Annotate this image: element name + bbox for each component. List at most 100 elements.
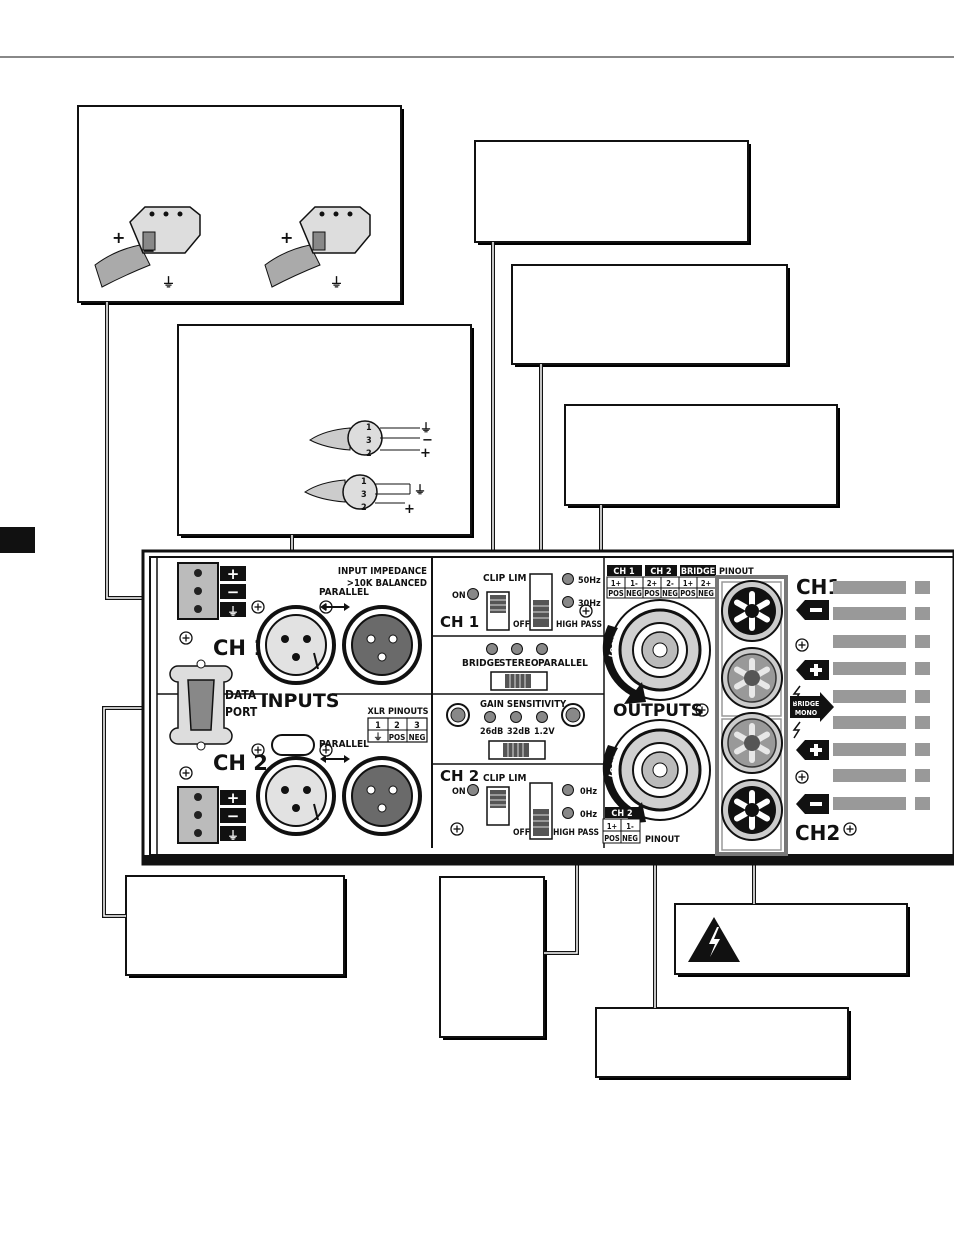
ch2-xlr-male-parallel[interactable] <box>342 756 422 836</box>
svg-text:−: − <box>142 241 155 260</box>
panel-screw-icon <box>843 822 857 836</box>
section-tab <box>0 527 35 553</box>
svg-text:⏚: ⏚ <box>330 276 343 291</box>
ch2-high-pass-label: HIGH PASS <box>553 828 599 838</box>
svg-text:−: − <box>422 433 433 448</box>
speakon-role: POS <box>680 589 696 598</box>
ch1-30hz-label: 30Hz <box>578 599 601 609</box>
svg-text:1: 1 <box>361 477 367 487</box>
speakon-role: POS <box>608 589 624 598</box>
bridge-mode-label: BRIDGE <box>462 658 500 669</box>
ch2-30hz-led <box>562 807 574 819</box>
speakon-pin: 2+ <box>647 579 657 588</box>
input-impedance-label: INPUT IMPEDANCE <box>338 566 427 577</box>
gain-1-2v-led <box>536 711 548 723</box>
svg-text:−: − <box>227 583 240 601</box>
svg-text:3: 3 <box>361 490 367 500</box>
svg-text:+: + <box>280 228 293 247</box>
ch1-clip-lim-label: CLIP LIM <box>483 573 526 584</box>
ch2-speakon-role: POS <box>604 834 620 843</box>
svg-text:2: 2 <box>361 503 367 513</box>
ch2-clip-lim-switch[interactable] <box>486 786 510 826</box>
ch1-positive-binding-post[interactable] <box>722 648 782 708</box>
xlr-pin-number: 2 <box>394 721 400 731</box>
ch2-phoenix-input[interactable]: + − ⏚ <box>177 786 246 844</box>
gain-trim-knob-right[interactable] <box>561 703 585 727</box>
speakon-pin: 1+ <box>683 579 693 588</box>
speakon-pin: 2+ <box>701 579 711 588</box>
callout-mode-switch <box>564 404 840 508</box>
callout-speakon-output <box>595 1007 851 1080</box>
ch2-50hz-led <box>562 784 574 796</box>
xlr-pinouts-table: XLR PINOUTS 1 2 3 ⏚ POS NEG <box>367 707 429 743</box>
stereo-led <box>511 643 523 655</box>
data-port-connector[interactable] <box>169 659 233 751</box>
ch2-negative-binding-post[interactable] <box>722 780 782 840</box>
ch1-high-pass-switch[interactable] <box>529 573 553 631</box>
gain-sensitivity-switch[interactable] <box>488 740 546 760</box>
ch2-input-label: CH 2 <box>213 751 268 775</box>
ch2-speakon-pinout-table: CH 2 1+ 1- POS NEG <box>602 807 641 844</box>
ch2-speakon-role: NEG <box>622 834 638 843</box>
ch1-xlr-male-parallel[interactable] <box>342 605 422 685</box>
ch1-50hz-label: 50Hz <box>578 576 601 586</box>
gain-option-label: 1.2V <box>534 727 555 737</box>
speakon-pin: 1+ <box>611 579 621 588</box>
panel-screw-icon <box>179 631 193 645</box>
parallel-led <box>536 643 548 655</box>
warning-triangle-icon <box>688 917 740 962</box>
panel-screw-icon <box>795 638 809 652</box>
ch2-clip-lim-label: CLIP LIM <box>483 773 526 784</box>
inputs-label-bg <box>268 690 332 702</box>
mode-selector-switch[interactable] <box>490 671 548 691</box>
ch2-30hz-label: 0Hz <box>580 810 597 820</box>
svg-text:⏚: ⏚ <box>420 421 432 435</box>
ch1-xlr-female-input[interactable] <box>256 605 336 685</box>
ch1-30hz-led <box>562 596 574 608</box>
ch2-negative-polarity-arrow <box>796 794 829 814</box>
svg-text:+: + <box>227 565 240 583</box>
parallel-arrow-icon <box>320 603 350 611</box>
ch1-positive-polarity-arrow <box>796 660 829 680</box>
top-pinout-label: PINOUT <box>719 567 754 577</box>
callout-xlr-wiring: 1 3 2 ⏚ − + 1 3 2 ⏚ + <box>177 324 474 538</box>
ch2-high-pass-switch[interactable] <box>529 782 553 840</box>
input-impedance-value: >10K BALANCED <box>347 578 427 589</box>
bridge-mono-line1: BRIDGE <box>793 700 820 708</box>
gain-option-label: 32dB <box>507 727 530 737</box>
bottom-pinout-label: PINOUT <box>645 835 680 845</box>
ch2-speakon-pin: 1- <box>626 822 634 831</box>
gain-sensitivity-label: GAIN SENSITIVITY <box>480 699 567 710</box>
svg-text:1: 1 <box>366 423 372 433</box>
inputs-label: INPUTS <box>261 690 340 712</box>
speakon-header: CH 1 <box>613 567 635 577</box>
ch1-speakon-output[interactable] <box>609 599 711 701</box>
ch1-clip-lim-switch[interactable] <box>486 591 510 631</box>
svg-text:+: + <box>420 446 431 461</box>
speakon-role: NEG <box>626 589 642 598</box>
xlr-unbalanced-plug-illustration: 1 3 2 ⏚ + <box>304 474 426 517</box>
data-port-label-line1: DATA <box>225 688 257 702</box>
ch2-positive-binding-post[interactable] <box>722 713 782 773</box>
ch1-50hz-led <box>562 573 574 585</box>
callout-high-pass <box>511 264 790 367</box>
gain-trim-knob-left[interactable] <box>446 703 470 727</box>
speakon-pin: 2- <box>666 579 674 588</box>
gain-option-label: 26dB <box>480 727 503 737</box>
ch1-section-label: CH 1 <box>440 613 479 631</box>
ch2-speakon-output[interactable] <box>609 719 711 821</box>
ch1-negative-binding-post[interactable] <box>722 581 782 641</box>
heat-sink-fins <box>833 581 930 810</box>
speakon-role: POS <box>644 589 660 598</box>
ch2-speakon-header: CH 2 <box>611 809 632 819</box>
ch2-clip-led <box>467 784 479 796</box>
outputs-label: OUTPUTS <box>613 701 703 721</box>
ch2-xlr-female-input[interactable] <box>256 756 336 836</box>
panel-screw-icon <box>179 766 193 780</box>
ch1-high-pass-label: HIGH PASS <box>556 620 602 630</box>
gain-32db-led <box>510 711 522 723</box>
phoenix-plug-illustration-right: + ⏚ <box>264 206 371 291</box>
ch1-on-label: ON <box>452 591 466 601</box>
ch1-phoenix-input[interactable]: + − ⏚ <box>177 562 246 620</box>
